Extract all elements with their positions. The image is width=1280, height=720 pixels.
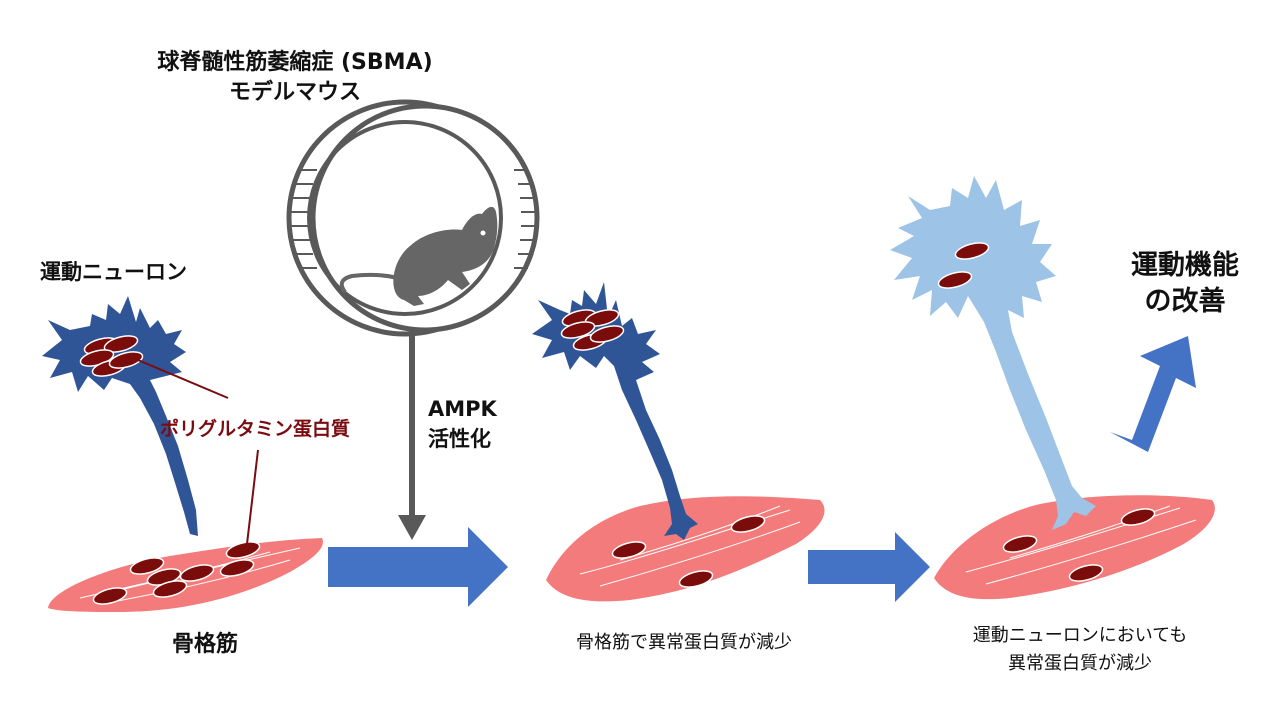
model-mouse-title-line2: モデルマウス — [228, 80, 361, 105]
motor-neuron-label: 運動ニューロン — [40, 260, 187, 284]
ampk-label: AMPK 活性化 — [428, 394, 497, 454]
neuron-reduction-caption: 運動ニューロンにおいても 異常蛋白質が減少 — [930, 622, 1230, 678]
neuron-reduction-caption-line2: 異常蛋白質が減少 — [1008, 653, 1152, 674]
ampk-arrow — [398, 332, 426, 540]
mouse-icon — [339, 206, 498, 306]
improvement-arrow — [1110, 336, 1196, 452]
skeletal-muscle-label: 骨格筋 — [172, 632, 239, 657]
neuron-reduction-caption-line1: 運動ニューロンにおいても — [972, 625, 1188, 646]
muscle-reduction-caption: 骨格筋で異常蛋白質が減少 — [576, 632, 792, 653]
ampk-label-line1: AMPK — [428, 397, 497, 421]
improvement-label-line1: 運動機能 — [1131, 250, 1239, 281]
progress-arrow-2 — [808, 532, 930, 602]
ampk-label-line2: 活性化 — [428, 427, 491, 451]
model-mouse-title: 球脊髄性筋萎縮症 (SBMA) モデルマウス — [130, 48, 460, 108]
polyglutamine-label: ポリグルタミン蛋白質 — [160, 418, 351, 440]
improvement-label-line2: の改善 — [1144, 286, 1226, 317]
motor-neuron-icon — [890, 176, 1096, 530]
improvement-label: 運動機能 の改善 — [1110, 248, 1260, 320]
polyglutamine-pointer-lines — [137, 359, 259, 545]
motor-neuron-icon — [532, 282, 698, 540]
progress-arrow-1 — [328, 527, 508, 607]
model-mouse-title-line1: 球脊髄性筋萎縮症 (SBMA) — [157, 50, 433, 75]
motor-neuron-icon — [42, 296, 198, 536]
